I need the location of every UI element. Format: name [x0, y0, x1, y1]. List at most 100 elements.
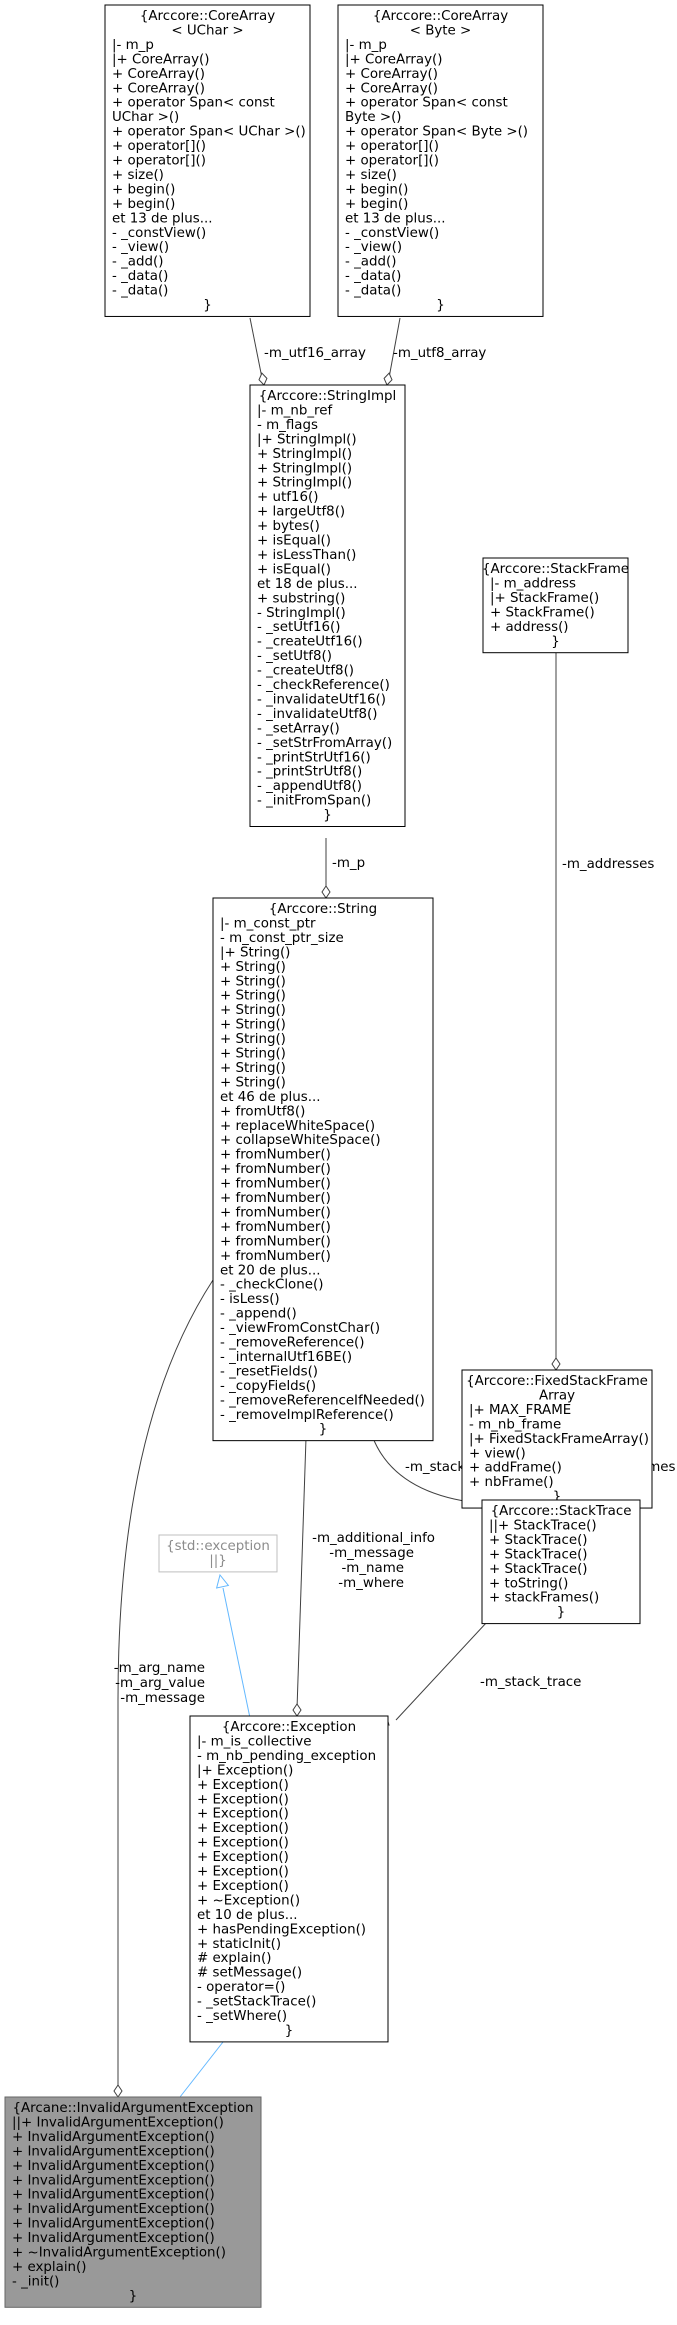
class-member: + fromUtf8(): [220, 1104, 305, 1119]
class-member: - _data(): [112, 284, 168, 299]
class-node-corearray-byte[interactable]: {Arccore::CoreArray< Byte >|- m_p|+ Core…: [337, 4, 544, 317]
class-member: + operator Span< UChar >(): [112, 125, 306, 140]
class-member: - _createUtf8(): [257, 664, 354, 679]
class-member: - _checkReference(): [257, 678, 390, 693]
class-node-fixedstackframearray[interactable]: {Arccore::FixedStackFrameArray|+ MAX_FRA…: [461, 1369, 653, 1509]
class-box: [212, 897, 434, 1442]
class-member: }: [285, 2023, 294, 2038]
class-node-stdexception[interactable]: {std::exception||}: [158, 1534, 278, 1573]
edge-line: [296, 1437, 307, 1710]
class-member: + StringImpl(): [257, 461, 352, 476]
class-member: + InvalidArgumentException(): [12, 2231, 215, 2246]
class-member: + isEqual(): [257, 562, 331, 577]
class-member: - _viewFromConstChar(): [220, 1321, 380, 1336]
class-member: |- m_nb_ref: [257, 403, 332, 418]
class-member: + String(): [220, 989, 286, 1004]
edge-label: -m_message: [120, 1691, 205, 1706]
class-member: + String(): [220, 1047, 286, 1062]
class-member: + StringImpl(): [257, 447, 352, 462]
edge-m-additional-info: -m_additional_info-m_message-m_name-m_wh…: [292, 1437, 435, 1717]
class-member: - isLess(): [220, 1292, 280, 1307]
edge-label: -m_where: [338, 1576, 404, 1591]
edge-m-p: -m_p: [321, 838, 365, 899]
class-member: + Exception(): [197, 1836, 289, 1851]
class-member: + String(): [220, 974, 286, 989]
class-member: |- m_address: [490, 576, 576, 591]
class-member: + isLessThan(): [257, 548, 356, 563]
class-member: UChar >(): [112, 110, 179, 125]
class-member: |+ StringImpl(): [257, 432, 357, 447]
class-member: - m_flags: [257, 418, 318, 433]
class-member: + utf16(): [257, 490, 318, 505]
class-box: [337, 4, 544, 317]
class-member: + StackFrame(): [490, 605, 595, 620]
class-member: - _constView(): [345, 226, 439, 241]
class-member: + InvalidArgumentException(): [12, 2202, 215, 2217]
class-member: - _setArray(): [257, 721, 340, 736]
class-member: + String(): [220, 1018, 286, 1033]
class-member: et 13 de plus...: [345, 211, 446, 226]
class-box: [481, 1499, 641, 1625]
class-node-string[interactable]: {Arccore::String|- m_const_ptr- m_const_…: [212, 897, 434, 1442]
class-title: {Arccore::CoreArray: [140, 9, 275, 24]
composition-diamond: [551, 1357, 561, 1371]
class-member: + begin(): [112, 197, 175, 212]
class-member: - _appendUtf8(): [257, 779, 362, 794]
class-node-corearray-uchar[interactable]: {Arccore::CoreArray< UChar >|- m_p|+ Cor…: [104, 4, 311, 317]
class-title: {Arccore::String: [269, 902, 377, 917]
class-member: < UChar >: [171, 23, 243, 38]
class-member: + StringImpl(): [257, 476, 352, 491]
class-member: + view(): [469, 1446, 526, 1461]
class-member: + begin(): [112, 182, 175, 197]
class-member: + collapseWhiteSpace(): [220, 1133, 381, 1148]
class-member: + begin(): [345, 197, 408, 212]
class-member: - operator=(): [197, 1980, 285, 1995]
class-member: + begin(): [345, 182, 408, 197]
class-node-stackframe[interactable]: {Arccore::StackFrame|- m_address|+ Stack…: [482, 557, 629, 654]
class-member: + Exception(): [197, 1807, 289, 1822]
class-member: - _data(): [112, 269, 168, 284]
class-member: ||}: [209, 1553, 227, 1568]
class-member: + stackFrames(): [489, 1591, 599, 1606]
class-box: [104, 4, 311, 317]
class-title: {Arccore::CoreArray: [373, 9, 508, 24]
class-member: + InvalidArgumentException(): [12, 2188, 215, 2203]
composition-diamond: [292, 1703, 302, 1717]
class-member: et 10 de plus...: [197, 1908, 298, 1923]
class-member: - _invalidateUtf16(): [257, 692, 386, 707]
class-box: [461, 1369, 653, 1509]
class-member: - _setStrFromArray(): [257, 736, 392, 751]
class-box: [158, 1534, 278, 1573]
class-member: et 46 de plus...: [220, 1090, 321, 1105]
class-member: + InvalidArgumentException(): [12, 2159, 215, 2174]
class-member: + InvalidArgumentException(): [12, 2173, 215, 2188]
edge-line: [179, 2041, 224, 2098]
class-member: Byte >(): [345, 110, 402, 125]
edge-std-exception-inherit: [215, 1573, 251, 1719]
class-node-invalidargumentexception[interactable]: {Arcane::InvalidArgumentException||+ Inv…: [4, 2096, 262, 2308]
class-member: ||+ StackTrace(): [489, 1518, 597, 1533]
class-member: + CoreArray(): [345, 67, 438, 82]
class-member: |- m_const_ptr: [220, 916, 316, 931]
class-member: - _setUtf16(): [257, 620, 341, 635]
class-member: + fromNumber(): [220, 1177, 331, 1192]
edge-m-addresses: -m_addresses: [551, 652, 654, 1371]
class-member: - _init(): [12, 2274, 59, 2289]
class-member: + CoreArray(): [112, 67, 205, 82]
edge-label: -m_addresses: [562, 857, 654, 872]
class-member: }: [553, 1490, 562, 1505]
class-member: - _data(): [345, 284, 401, 299]
class-member: + toString(): [489, 1576, 568, 1591]
class-node-stacktrace[interactable]: {Arccore::StackTrace||+ StackTrace()+ St…: [481, 1499, 641, 1625]
class-member: + addFrame(): [469, 1461, 562, 1476]
class-title: {Arccore::StackFrame: [482, 562, 629, 577]
class-box: [4, 2096, 262, 2308]
class-member: + operator Span< const: [112, 96, 275, 111]
class-member: + address(): [490, 620, 569, 635]
class-member: + StackTrace(): [489, 1547, 588, 1562]
class-member: + staticInit(): [197, 1937, 281, 1952]
class-member: - _view(): [345, 240, 402, 255]
class-node-exception[interactable]: {Arccore::Exception|- m_is_collective- m…: [189, 1715, 389, 2043]
class-node-stringimpl[interactable]: {Arccore::StringImpl|- m_nb_ref- m_flags…: [249, 384, 406, 827]
